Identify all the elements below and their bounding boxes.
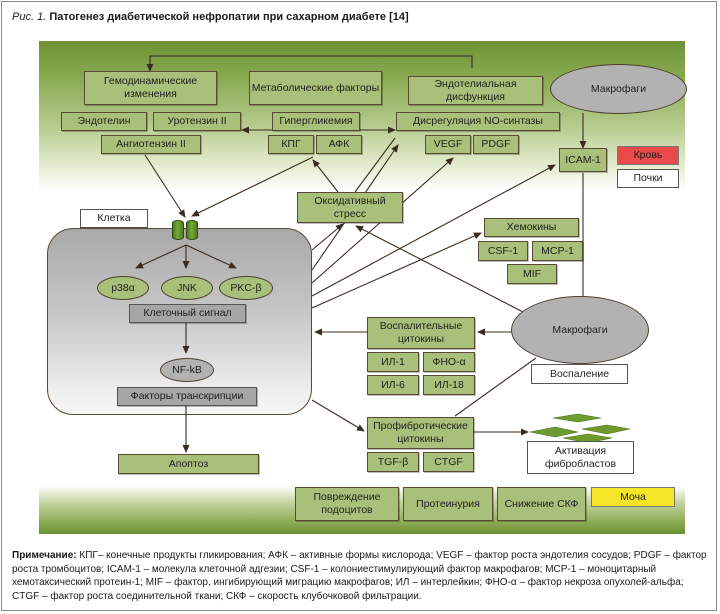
chemokines-box: Хемокины bbox=[484, 218, 579, 237]
il18-label: ИЛ-18 bbox=[434, 378, 464, 391]
il6-box: ИЛ-6 bbox=[367, 375, 419, 395]
fibroblast-activation-box: Активация фибробластов bbox=[527, 441, 634, 474]
tnf-label: ФНО-α bbox=[432, 355, 466, 368]
receptor-channel-icon bbox=[186, 220, 198, 240]
ctgf-label: CTGF bbox=[434, 455, 463, 468]
proteinuria-box: Протеинурия bbox=[403, 487, 493, 521]
inflammatory-cytokines-box: Воспалительные цитокины bbox=[367, 317, 475, 349]
cell-signal-label: Клеточный сигнал bbox=[143, 307, 232, 319]
metabolic-factors-box: Метаболические факторы bbox=[249, 71, 382, 105]
profibrotic-cytokines-box: Профибротические цитокины bbox=[367, 417, 474, 449]
csf1-label: CSF-1 bbox=[487, 244, 519, 257]
apoptosis-box: Апоптоз bbox=[118, 454, 259, 474]
receptor-channel-icon bbox=[172, 220, 184, 240]
vegf-label: VEGF bbox=[433, 138, 463, 150]
pkc-node: PKC-β bbox=[219, 276, 273, 300]
tgf-box: TGF-β bbox=[367, 452, 419, 472]
il6-label: ИЛ-6 bbox=[381, 378, 405, 391]
macrophages-top-ellipse: Макрофаги bbox=[550, 64, 687, 114]
hemodynamic-label: Гемодинамические изменения bbox=[103, 75, 198, 100]
csf1-box: CSF-1 bbox=[478, 241, 528, 261]
legend-kidneys-label: Почки bbox=[633, 172, 663, 184]
inflammation-box: Воспаление bbox=[531, 364, 628, 384]
urotensin-label: Уротензин II bbox=[167, 115, 227, 127]
macrophages-bottom-label: Макрофаги bbox=[552, 324, 608, 336]
macrophages-bottom-ellipse: Макрофаги bbox=[511, 296, 649, 364]
endothelial-dysfunction-box: Эндотелиальная дисфункция bbox=[408, 76, 543, 105]
afk-box: АФК bbox=[316, 135, 362, 154]
ctgf-box: CTGF bbox=[423, 452, 474, 472]
podocyte-damage-box: Повреждение подоцитов bbox=[295, 487, 399, 521]
legend-kidneys: Почки bbox=[617, 169, 679, 188]
tgf-label: TGF-β bbox=[377, 455, 409, 468]
hemodynamic-changes-box: Гемодинамические изменения bbox=[84, 71, 217, 105]
il1-box: ИЛ-1 bbox=[367, 352, 419, 372]
figure-number: Рис. 1. bbox=[12, 11, 47, 23]
no-synthase-box: Дисрегуляция NO-синтазы bbox=[396, 112, 560, 131]
jnk-node: JNK bbox=[161, 276, 213, 300]
pdgf-box: PDGF bbox=[473, 135, 519, 154]
mcp1-label: MCP-1 bbox=[541, 244, 574, 257]
nfkb-node: NF-kB bbox=[160, 358, 214, 382]
kpg-box: КПГ bbox=[268, 135, 314, 154]
nfkb-label: NF-kB bbox=[172, 364, 202, 376]
il18-box: ИЛ-18 bbox=[423, 375, 475, 395]
urotensin-box: Уротензин II bbox=[153, 112, 241, 131]
figure-note: Примечание: КПГ– конечные продукты глики… bbox=[12, 549, 712, 603]
legend-blood: Кровь bbox=[617, 146, 679, 165]
jnk-label: JNK bbox=[177, 282, 197, 294]
vegf-box: VEGF bbox=[425, 135, 471, 154]
podocyte-damage-label: Повреждение подоцитов bbox=[313, 491, 381, 516]
icam1-box: ICAM-1 bbox=[559, 148, 607, 172]
transcription-factors-label: Факторы транскрипции bbox=[130, 390, 244, 402]
il1-label: ИЛ-1 bbox=[381, 355, 405, 368]
chemokines-label: Хемокины bbox=[506, 221, 557, 233]
no-synthase-label: Дисрегуляция NO-синтазы bbox=[413, 115, 543, 127]
inflammatory-cytokines-label: Воспалительные цитокины bbox=[379, 320, 463, 345]
gfr-decrease-label: Снижение СКФ bbox=[504, 497, 579, 510]
endothelin-label: Эндотелин bbox=[77, 115, 131, 127]
figure-caption: Рис. 1. Патогенез диабетической нефропат… bbox=[12, 11, 409, 23]
cell-label: Клетка bbox=[97, 212, 131, 224]
fibroblast-activation-label: Активация фибробластов bbox=[544, 444, 617, 470]
apoptosis-label: Апоптоз bbox=[168, 457, 209, 470]
angiotensin-box: Ангиотензин II bbox=[101, 135, 201, 154]
oxidative-stress-box: Оксидативный стресс bbox=[297, 192, 403, 223]
note-label: Примечание: bbox=[12, 550, 77, 561]
p38-node: p38α bbox=[97, 276, 149, 300]
tnf-box: ФНО-α bbox=[423, 352, 475, 372]
legend-urine: Моча bbox=[591, 487, 675, 507]
inflammation-label: Воспаление bbox=[549, 367, 610, 380]
metabolic-label: Метаболические факторы bbox=[251, 81, 380, 94]
afk-label: АФК bbox=[328, 138, 350, 150]
endothelin-box: Эндотелин bbox=[61, 112, 147, 131]
figure-title: Патогенез диабетической нефропатии при с… bbox=[49, 11, 409, 23]
mif-label: MIF bbox=[522, 267, 542, 280]
hyperglycemia-box: Гипергликемия bbox=[272, 112, 360, 131]
gfr-decrease-box: Снижение СКФ bbox=[497, 487, 586, 521]
kpg-label: КПГ bbox=[281, 138, 301, 150]
note-text: КПГ– конечные продукты гликирования; АФК… bbox=[12, 550, 707, 602]
legend-urine-label: Моча bbox=[620, 490, 646, 503]
cell-label-box: Клетка bbox=[80, 209, 148, 228]
proteinuria-label: Протеинурия bbox=[416, 497, 480, 510]
pdgf-label: PDGF bbox=[481, 138, 511, 150]
icam1-label: ICAM-1 bbox=[565, 153, 601, 166]
profibrotic-cytokines-label: Профибротические цитокины bbox=[373, 420, 468, 445]
hyperglycemia-label: Гипергликемия bbox=[279, 115, 353, 127]
p38-label: p38α bbox=[111, 282, 135, 294]
macrophages-top-label: Макрофаги bbox=[590, 83, 647, 95]
angiotensin-label: Ангиотензин II bbox=[116, 138, 186, 150]
mif-box: MIF bbox=[507, 264, 557, 284]
mcp1-box: MCP-1 bbox=[532, 241, 583, 261]
transcription-factors-box: Факторы транскрипции bbox=[117, 387, 257, 406]
cell-signal-box: Клеточный сигнал bbox=[129, 304, 246, 323]
oxidative-stress-label: Оксидативный стресс bbox=[314, 194, 386, 220]
legend-blood-label: Кровь bbox=[633, 149, 663, 161]
endothelial-label: Эндотелиальная дисфункция bbox=[434, 77, 517, 103]
pkc-label: PKC-β bbox=[230, 282, 262, 294]
